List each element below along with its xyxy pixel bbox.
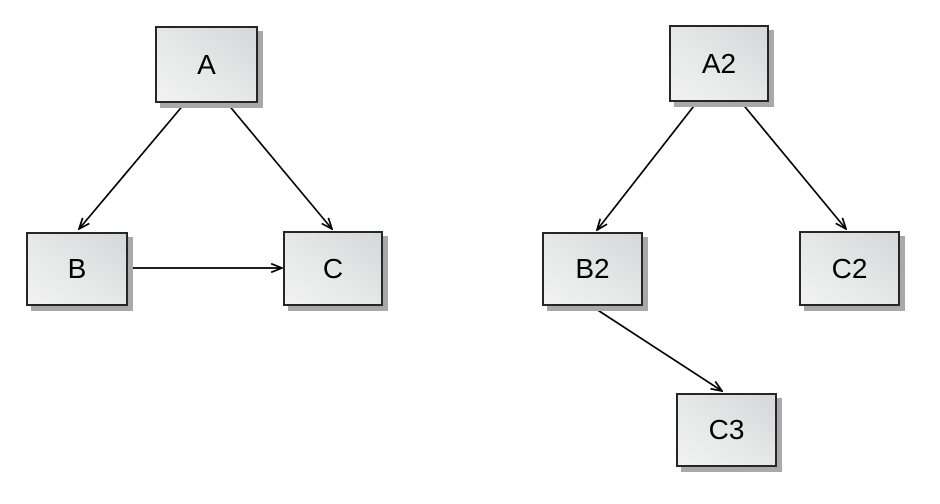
node-b2[interactable]: B2 [542, 232, 643, 306]
edge-b2-to-c3 [592, 306, 722, 391]
node-b-label: B [67, 253, 87, 284]
node-b2-label: B2 [575, 253, 610, 284]
node-c2-label: C2 [831, 252, 868, 284]
node-c-label: C [322, 252, 344, 284]
node-c[interactable]: C [283, 231, 383, 306]
node-a2[interactable]: A2 [669, 25, 769, 102]
node-a-label: A [197, 48, 216, 80]
edge-a-to-c [226, 102, 332, 229]
node-a[interactable]: A [155, 26, 258, 103]
node-c3-label: C3 [708, 414, 745, 445]
node-a2-label: A2 [701, 47, 737, 79]
node-c2[interactable]: C2 [799, 231, 900, 306]
edge-a-to-b [79, 102, 186, 229]
node-c3[interactable]: C3 [676, 393, 777, 467]
edge-a2-to-c2 [740, 101, 846, 229]
edge-a2-to-b2 [597, 101, 698, 230]
node-b[interactable]: B [26, 232, 128, 306]
